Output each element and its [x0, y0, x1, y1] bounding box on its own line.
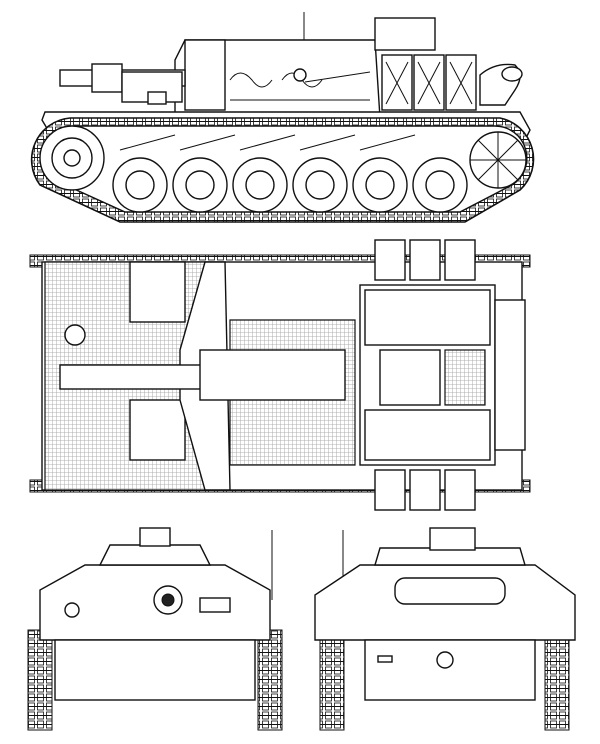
hatch-front-left [129, 261, 186, 323]
front-track-left [27, 629, 53, 731]
superstructure-front [98, 544, 212, 566]
engine-hatch-1 [364, 289, 491, 346]
rear-track-left [319, 629, 345, 731]
breech [199, 349, 346, 401]
cupola [64, 324, 86, 346]
exhaust-pipe [501, 66, 523, 82]
road-wheels [112, 157, 468, 213]
rear-track-right [544, 629, 570, 731]
hatch-front-right [129, 399, 186, 461]
jerry-cans [381, 54, 477, 111]
leaf-springs [119, 134, 416, 151]
rear-bin-top [429, 527, 476, 551]
gun-shield [184, 39, 226, 111]
front-view [27, 527, 283, 731]
sight-box [139, 527, 171, 547]
vision-block [147, 91, 167, 105]
visor [199, 597, 231, 613]
side-view [30, 12, 535, 223]
tail-light [377, 655, 393, 663]
muzzle [91, 63, 123, 93]
headlight-left [64, 602, 80, 618]
tow-hook [436, 651, 454, 669]
lower-hull-front [54, 639, 256, 701]
rear-superstructure [374, 547, 526, 566]
muffler [394, 577, 506, 605]
rear-plate [494, 299, 526, 451]
jerry-cans-top [374, 239, 476, 511]
engine-hatch-3 [364, 409, 491, 461]
top-view [29, 239, 531, 511]
side-stowage [229, 68, 371, 101]
rear-plate-lower [364, 639, 536, 701]
engine-hatch-2 [379, 349, 441, 406]
rear-view [314, 527, 576, 731]
front-track-right [257, 629, 283, 731]
radiator-grille [444, 349, 486, 406]
rear-bin [374, 17, 436, 51]
